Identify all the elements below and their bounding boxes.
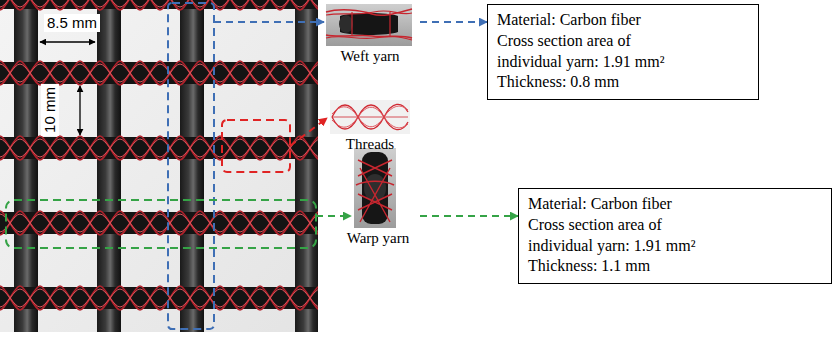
- image-caption: Weft yarn: [320, 48, 420, 65]
- property-line: Cross section area of individual yarn: 1…: [497, 31, 693, 73]
- image-caption: Threads: [320, 136, 420, 153]
- property-box: Material: Carbon fiberCross section area…: [487, 4, 759, 100]
- connector-arrow: [420, 215, 518, 217]
- property-line: Thickness: 0.8 mm: [497, 72, 749, 93]
- property-line: Cross section area of individual yarn: 1…: [528, 215, 724, 257]
- property-line: Thickness: 1.1 mm: [528, 256, 822, 277]
- warp-yarn-closeup: Warp yarn: [336, 146, 420, 247]
- dimension-label: 8.5 mm: [44, 14, 100, 32]
- connector-arrow: [420, 21, 487, 23]
- property-box: Material: Carbon fiberCross section area…: [518, 188, 832, 284]
- property-line: Material: Carbon fiber: [528, 194, 822, 215]
- threads-closeup: Threads: [320, 96, 420, 153]
- dimension-label: 10 mm: [41, 84, 59, 136]
- weft-yarn-closeup: Weft yarn: [320, 2, 420, 65]
- property-line: Material: Carbon fiber: [497, 10, 749, 31]
- image-caption: Warp yarn: [336, 230, 420, 247]
